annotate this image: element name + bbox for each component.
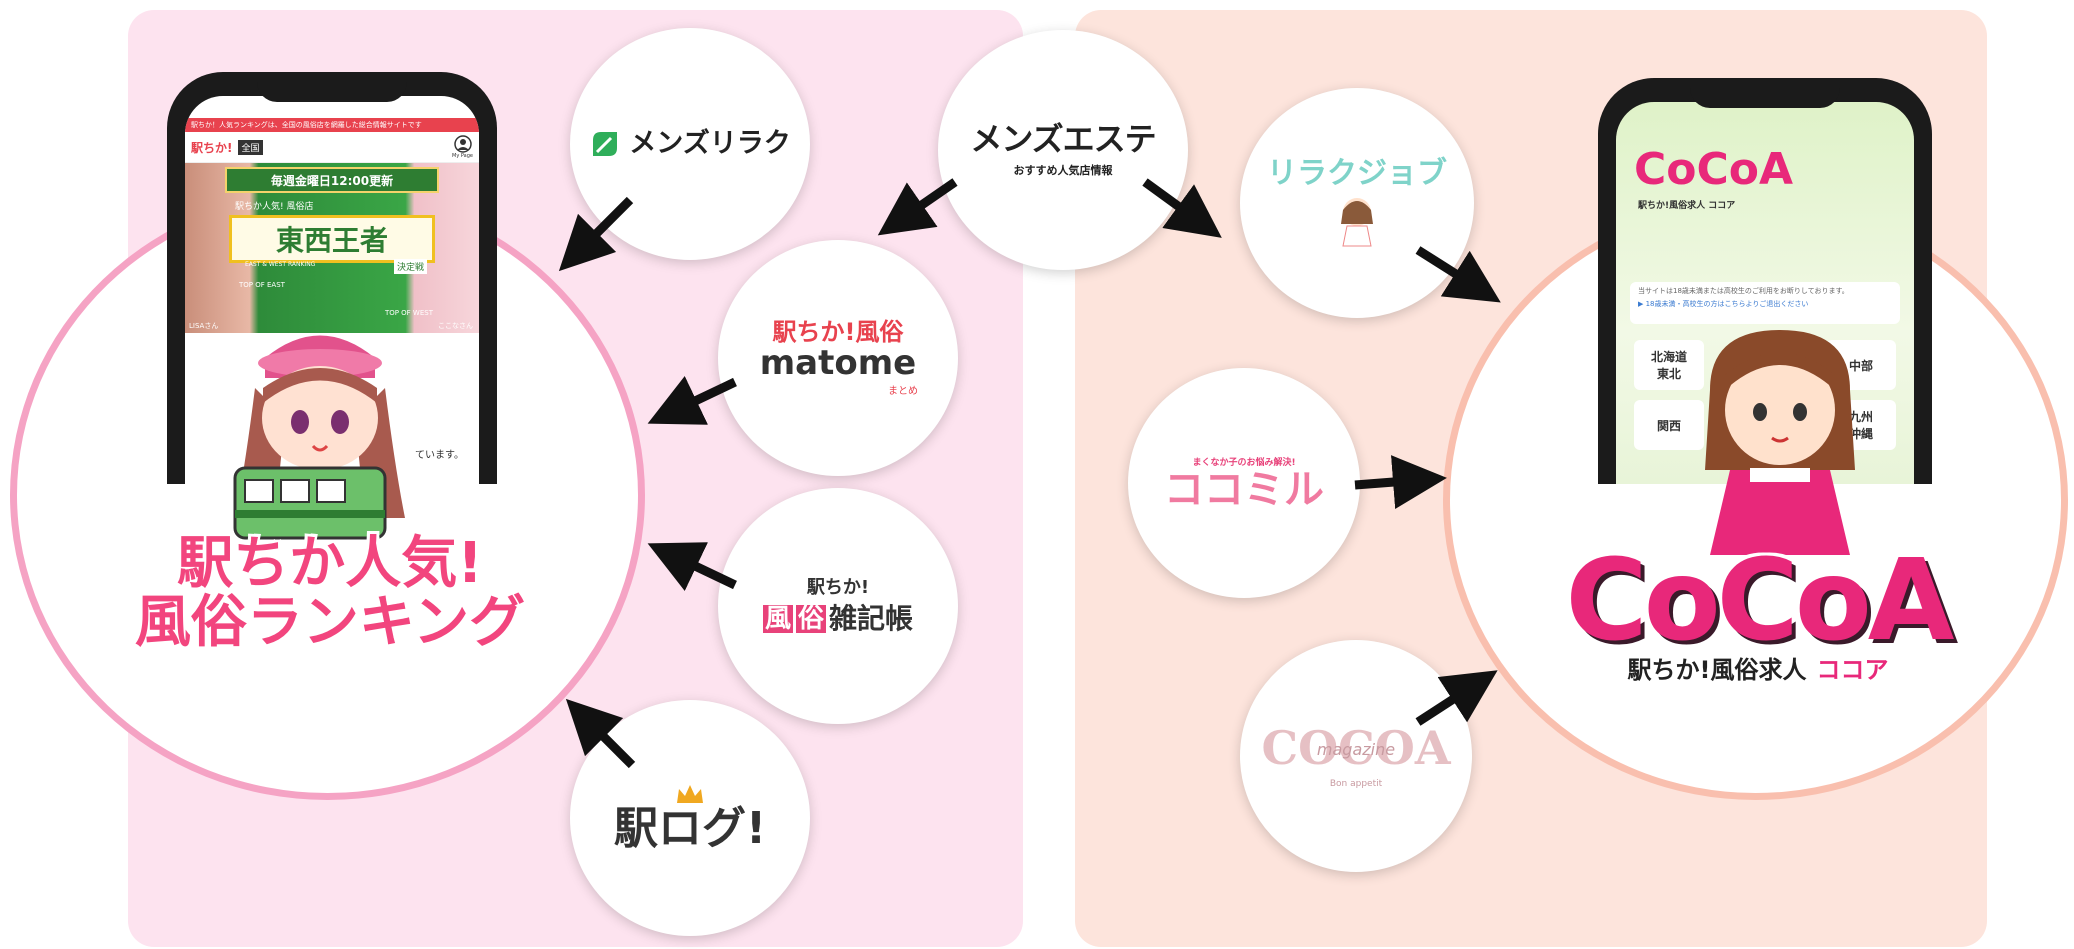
arrow-zakki-to-ranking: [647, 542, 737, 591]
magazine-main-text: COCOA: [1261, 721, 1451, 776]
banner-en-text: EAST & WEST RANKING: [245, 261, 316, 268]
banner-east-text: TOP OF EAST: [239, 281, 285, 289]
banner-update-text: 毎週金曜日12:00更新: [225, 167, 439, 193]
cocoa-magazine-logo[interactable]: COCOA magazine Bon appetit: [1240, 640, 1472, 872]
banner-name-right: ここなさん: [438, 322, 473, 330]
mens-esthe-logo[interactable]: メンズエステ おすすめ人気店情報: [938, 30, 1188, 270]
ticker-bar: 駅ちか！人気ランキングは、全国の風俗店を網羅した総合情報サイトです: [185, 118, 479, 132]
leaf-icon: [593, 132, 618, 156]
phone-body-text: ています。: [415, 450, 464, 461]
cocoa-sub-text: 駅ちか!風俗求人: [1627, 656, 1807, 685]
kokomiru-text: ココミル: [1164, 466, 1324, 513]
user-icon: [453, 135, 472, 153]
cocoa-girl-mascot: [1705, 330, 1855, 555]
girl-character-icon: [1341, 197, 1373, 246]
mens-esthe-subtitle: おすすめ人気店情報: [1013, 163, 1113, 177]
cocoa-main-logo: CoCoA 駅ちか!風俗求人 ココア: [1548, 536, 1968, 685]
matome-sub-text: まとめ: [888, 386, 918, 398]
arrow-esthe-to-rirakujob: [1142, 178, 1222, 238]
arrow-magazine-to-cocoa: [1415, 670, 1498, 726]
phone-notch: [1690, 78, 1840, 108]
cocoa-brand-text: CoCoA: [1565, 536, 1955, 666]
region-kansai-button[interactable]: 関西: [1634, 400, 1704, 450]
zakki-tag-1: 風: [762, 603, 793, 634]
age-exit-link[interactable]: ▶ 18歳未満・高校生の方はこちらよりご退出ください: [1638, 300, 1809, 308]
zakki-tag-2: 俗: [795, 603, 826, 634]
mypage-button[interactable]: My Page: [452, 135, 473, 159]
magazine-script-text: magazine: [1316, 739, 1396, 759]
arrow-rirakujob-to-cocoa: [1415, 246, 1501, 303]
kokomiru-top-text: まくなか子のお悩み解決!: [1192, 457, 1296, 468]
site-header: 駅ちか! 全国 My Page: [185, 132, 479, 163]
kokomiru-logo[interactable]: まくなか子のお悩み解決! ココミル: [1128, 368, 1360, 598]
matome-logo[interactable]: 駅ちか!風俗 matome まとめ: [718, 240, 958, 476]
banner-west-text: TOP OF WEST: [384, 309, 433, 317]
magazine-sub-text: Bon appetit: [1329, 778, 1383, 789]
arrow-kokomiru-to-cocoa: [1354, 455, 1447, 509]
matome-main-text: matome: [759, 343, 917, 383]
phone-notch: [257, 72, 407, 102]
zakkicho-logo[interactable]: 駅ちか! 風 俗 雑記帳: [718, 488, 958, 724]
cocoa-phone-logo: CoCoA: [1634, 144, 1794, 195]
crown-icon: [677, 784, 703, 803]
banner-small-text: 駅ちか人気! 風俗店: [235, 202, 314, 212]
ranking-banner[interactable]: 毎週金曜日12:00更新 駅ちか人気! 風俗店 東西王者 決定戦 EAST & …: [185, 163, 479, 333]
site-logo[interactable]: 駅ちか!: [191, 140, 233, 155]
region-hokkaido-button[interactable]: 北海道 東北: [1634, 340, 1704, 390]
arrow-menzu-to-ranking: [558, 196, 634, 272]
cocoa-kana-text: ココア: [1816, 656, 1889, 685]
ranking-title-line2: 風俗ランキング: [134, 589, 526, 655]
ranking-title: 駅ちか人気! 風俗ランキング: [95, 531, 565, 655]
banner-main-text: 東西王者: [229, 215, 435, 263]
age-notice-box: 当サイトは18歳未満または高校生のご利用をお断りしております。 ▶ 18歳未満・…: [1630, 282, 1900, 324]
zakki-top-text: 駅ちか!: [806, 576, 870, 598]
zakki-main-text: 雑記帳: [829, 601, 914, 635]
rirakujob-text: リラクジョブ: [1267, 155, 1447, 191]
matome-top-text: 駅ちか!風俗: [772, 317, 904, 346]
region-select[interactable]: 全国: [238, 139, 263, 155]
train-girl-mascot: [233, 335, 405, 540]
banner-sub-text: 決定戦: [393, 259, 427, 274]
ranking-title-line1: 駅ちか人気!: [177, 531, 483, 596]
arrow-esthe-to-matome: [877, 178, 958, 236]
cocoa-phone-sub: 駅ちか!風俗求人 ココア: [1638, 201, 1736, 211]
arrow-matome-to-ranking: [647, 376, 737, 425]
banner-name-left: LISAさん: [189, 322, 219, 330]
rirakujob-logo[interactable]: リラクジョブ: [1240, 88, 1474, 318]
mens-esthe-title: メンズエステ: [970, 120, 1156, 159]
arrow-ekilog-to-ranking: [565, 698, 636, 769]
